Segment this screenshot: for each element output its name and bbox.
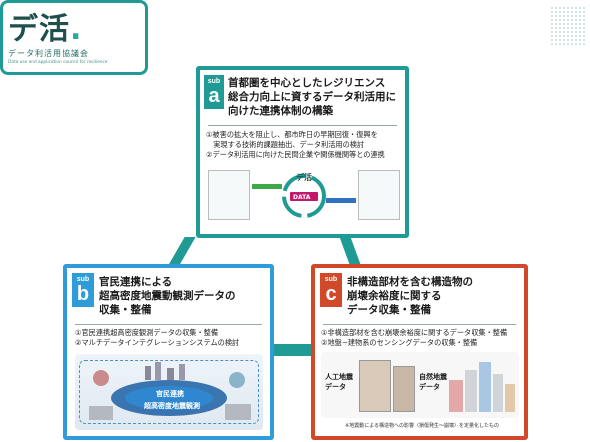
logo-name-en: Data use and application council for res… (8, 60, 108, 65)
figure-city-blocks (449, 362, 515, 412)
sub-a-diagram: デ活 DATA (208, 168, 401, 228)
connector-a-to-b (167, 237, 196, 267)
figure-right-label: 自然地震 データ (419, 373, 447, 391)
sub-b-item-1: ①官民連携超高密度観測データの収集・整備 (75, 328, 219, 337)
diagram-cycle (282, 174, 326, 218)
sub-a-item-2: ②データ利活用に向けた民間企業や関係機関等との連携 (206, 150, 385, 159)
figure-label-2: 超高密度地震観測 (144, 402, 200, 410)
sub-a-item-1b: 実現する技術的課題抽出、データ利活用の検討 (206, 140, 365, 149)
logo-name-ja: データ利活用協議会 (8, 49, 89, 58)
diagram-left-block (208, 170, 250, 220)
sub-a-title-2: 総合力向上に資するデータ利活用に (228, 91, 396, 103)
logo-mark: デ活. (8, 12, 83, 47)
diagram-right-block (358, 170, 400, 220)
logo-card: デ活. データ利活用協議会 Data use and application c… (0, 0, 586, 75)
sub-a-title-1: 首都圏を中心としたレジリエンス (228, 77, 386, 89)
figure-skyline (89, 362, 251, 420)
diagram-logo: デ活 (296, 173, 312, 182)
sub-c-title-2: 崩壊余裕度に関する (347, 290, 442, 302)
sub-b-title-3: 収集・整備 (99, 304, 152, 316)
sub-c-item-1: ①非構造部材を含む崩壊余裕度に関するデータ収集・整備 (321, 328, 508, 337)
sub-a-title-3: 向けた連携体制の構築 (228, 105, 333, 117)
sub-a-divider (208, 125, 397, 126)
sub-c-title-3: データ収集・整備 (347, 304, 431, 316)
figure-label-1: 官民連携 (156, 390, 184, 398)
sub-a-item-1: ①被害の拡大を阻止し、都市昨日の早期回復・復興を (206, 130, 378, 139)
connector-b-to-c (272, 344, 314, 356)
figure-building-2 (393, 366, 415, 412)
sub-c-footnote: ※地震動による構造物への影響（損傷発生〜崩壊）を定量化したもの (345, 423, 500, 429)
diagram-arrow-green (252, 184, 282, 189)
sub-b-title-2: 超高密度地震動観測データの (99, 290, 236, 302)
diagram-center-label: DATA (293, 194, 311, 201)
connector-a-to-c (339, 237, 362, 267)
sub-c-item-2: ②地盤−建物系のセンシングデータの収集・整備 (321, 338, 478, 347)
figure-network-outline (79, 360, 259, 424)
diagram-arrow-blue (326, 198, 356, 203)
sub-b-figure: 官民連携 超高密度地震観測 (75, 354, 263, 430)
sub-b-item-2: ②マルチデータインテグレーションシステムの検討 (75, 338, 240, 347)
sub-b-divider (75, 324, 262, 325)
figure-building-1 (359, 360, 391, 412)
sub-c-divider (323, 324, 516, 325)
sub-b-title-1: 官民連携による (99, 276, 173, 288)
figure-left-label: 人工地震 データ (325, 373, 353, 391)
sub-c-title-1: 非構造部材を含む構造物の (347, 276, 473, 288)
sub-c-figure: 人工地震 データ 自然地震 データ (321, 352, 519, 418)
